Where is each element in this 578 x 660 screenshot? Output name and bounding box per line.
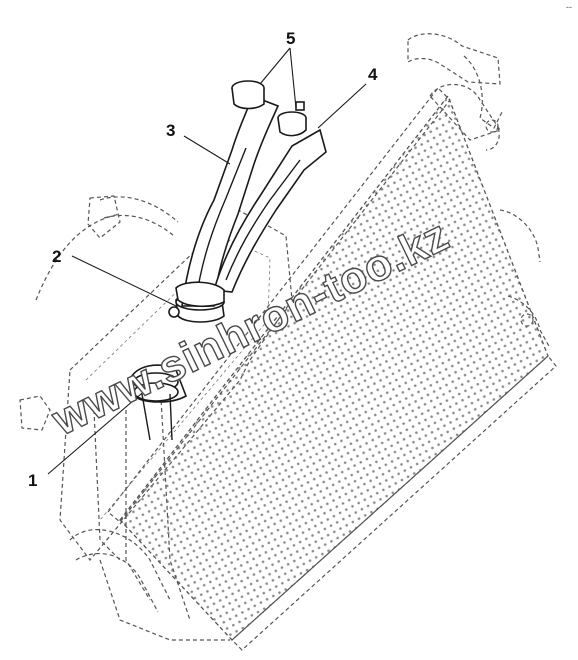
lower-hose — [69, 529, 171, 613]
upper-right-hoses — [407, 33, 551, 349]
hose-clamp-mid — [175, 281, 225, 308]
upper-left-pipe — [35, 196, 179, 301]
outlet-connectors — [129, 364, 187, 441]
callout-3: 3 — [166, 121, 175, 140]
callout-2: 2 — [52, 247, 61, 266]
corner-mark: -- — [566, 2, 572, 12]
hose-4[interactable] — [212, 128, 327, 293]
callout-5: 5 — [286, 29, 295, 48]
leader-lines — [47, 47, 367, 475]
callout-1: 1 — [28, 471, 37, 490]
radiator-core — [107, 83, 557, 651]
hose-clamps-upper[interactable] — [231, 80, 307, 137]
callout-4: 4 — [368, 65, 378, 84]
